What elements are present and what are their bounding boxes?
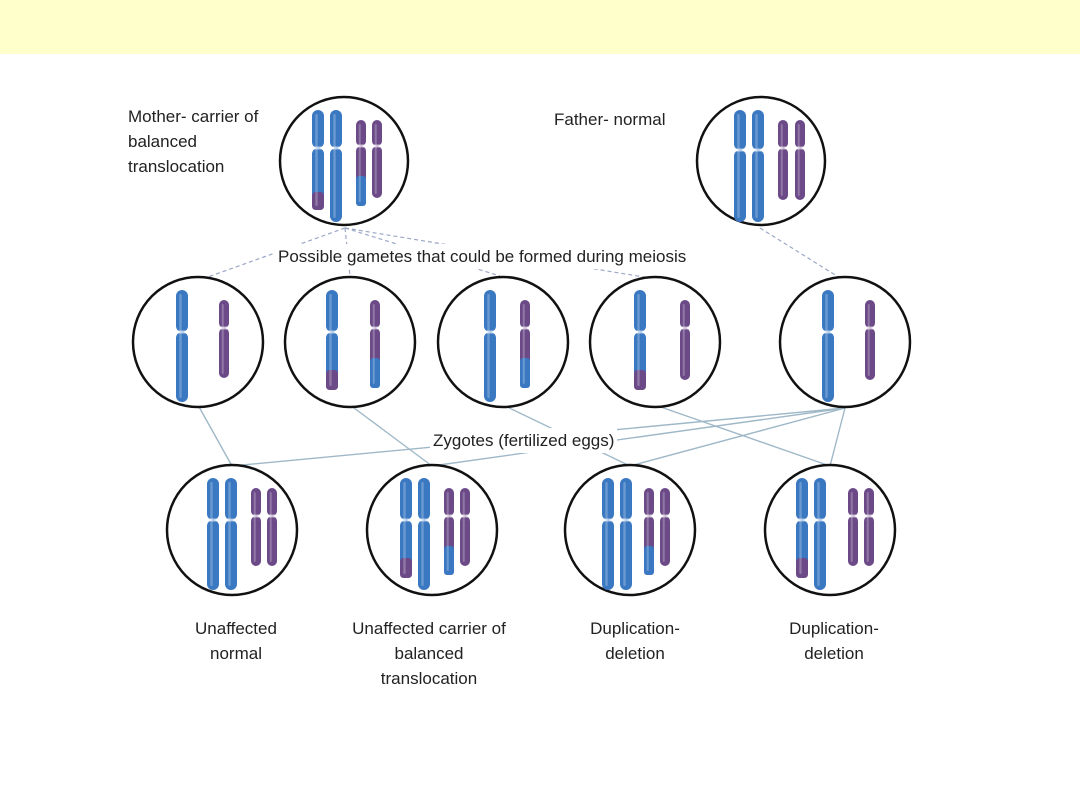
zygote4-chromosome-blue-1 <box>795 478 809 578</box>
zygote1-chromosome-blue-2 <box>224 478 238 590</box>
gamete3-chromosome-purple <box>519 300 531 388</box>
gamete-cell-2 <box>283 275 417 409</box>
connector-gamete1-zygote1 <box>197 404 233 467</box>
zygote3-chromosome-blue-1 <box>601 478 615 590</box>
zygote3-chromosome-blue-2 <box>619 478 633 590</box>
gamete5-chromosome-purple <box>864 300 876 380</box>
outcome-label-3: Duplication- deletion <box>590 619 680 663</box>
connector-mother-gamete-1 <box>204 227 346 279</box>
gamete-cell-5 <box>778 275 912 409</box>
mother-chromosome-purple-2 <box>371 120 383 198</box>
header-band <box>0 0 1080 54</box>
gamete2-chromosome-blue <box>325 290 339 390</box>
gamete4-chromosome-purple <box>679 300 691 380</box>
zygotes-caption: Zygotes (fertilized eggs) <box>430 428 618 453</box>
gamete5-chromosome-blue <box>821 290 835 402</box>
zygote4-chromosome-blue-2 <box>813 478 827 590</box>
father-chromosome-purple-1 <box>777 120 789 200</box>
zygote3-chromosome-purple-1 <box>643 488 655 575</box>
gamete1-chromosome-purple <box>218 300 230 378</box>
father-chromosome-blue-1 <box>733 110 747 222</box>
zygote1-chromosome-blue-1 <box>206 478 220 590</box>
outcome-label-1: Unaffected normal <box>195 619 277 663</box>
mother-cell <box>278 95 410 227</box>
zygote1-chromosome-purple-1 <box>250 488 262 566</box>
father-chromosome-purple-2 <box>794 120 806 200</box>
zygote1-chromosome-purple-2 <box>266 488 278 566</box>
father-chromosome-blue-2 <box>751 110 765 222</box>
gamete-cell-4 <box>588 275 722 409</box>
zygote-cell-2 <box>365 463 499 597</box>
gamete2-chromosome-purple <box>369 300 381 388</box>
zygote3-chromosome-purple-2 <box>659 488 671 566</box>
connector-gamete5-zygote3 <box>629 407 846 467</box>
outcome-label-4: Duplication- deletion <box>789 619 879 663</box>
gametes-caption: Possible gametes that could be formed du… <box>275 244 690 269</box>
connector-gamete5-zygote4 <box>829 407 846 467</box>
gamete-cell-1 <box>131 275 265 409</box>
gamete3-chromosome-blue <box>483 290 497 402</box>
zygote4-chromosome-purple-1 <box>847 488 859 566</box>
zygote2-chromosome-blue-2 <box>417 478 431 590</box>
gamete1-chromosome-blue <box>175 290 189 402</box>
mother-chromosome-blue-1 <box>311 110 325 210</box>
father-label: Father- normal <box>554 110 666 129</box>
zygote2-chromosome-purple-1 <box>443 488 455 575</box>
connector-gamete2-zygote2 <box>349 404 433 467</box>
gamete4-chromosome-blue <box>633 290 647 390</box>
zygote-cell-4 <box>763 463 897 597</box>
zygote2-chromosome-purple-2 <box>459 488 471 566</box>
connector-father-gamete-5 <box>759 227 841 279</box>
mother-chromosome-purple-1 <box>355 120 367 206</box>
gamete-cell-3 <box>436 275 570 409</box>
zygote2-chromosome-blue-1 <box>399 478 413 578</box>
zygote4-chromosome-purple-2 <box>863 488 875 566</box>
mother-label: Mother- carrier of balanced translocatio… <box>128 107 259 176</box>
connector-gamete5-zygote2 <box>431 407 846 467</box>
mother-chromosome-blue-2 <box>329 110 343 222</box>
outcome-label-2: Unaffected carrier of balanced transloca… <box>352 619 506 688</box>
